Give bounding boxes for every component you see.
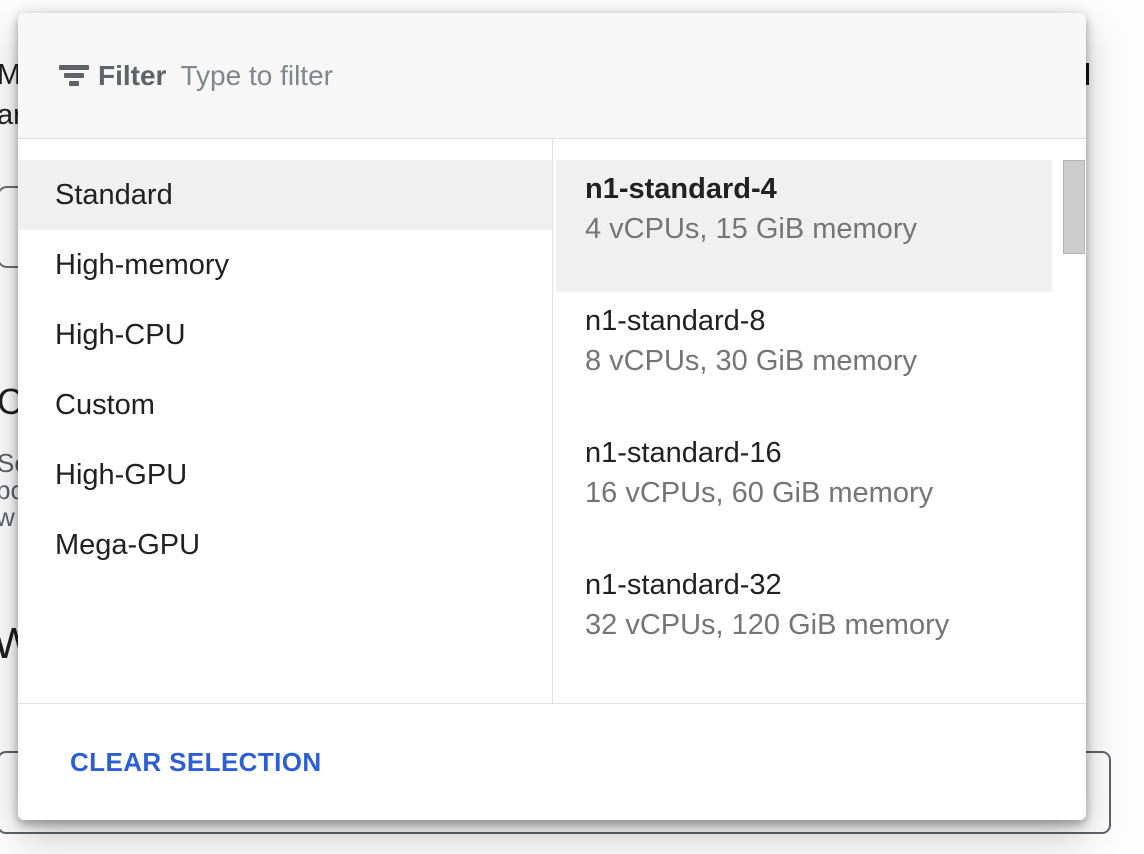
dropdown-footer: CLEAR SELECTION [18,703,1086,820]
background-text-fragment: C [0,381,23,422]
machine-type-list: n1-standard-4 4 vCPUs, 15 GiB memory n1-… [553,139,1086,703]
machine-type-name: n1-standard-8 [585,305,766,337]
background-text-fragment: ar [0,99,23,131]
category-item[interactable]: High-memory [55,248,230,281]
filter-bar: Filter Type to filter [18,13,1086,139]
category-item[interactable]: Standard [18,160,552,230]
machine-type-name: n1-standard-4 [585,173,777,205]
background-text-fragment: M [0,59,22,91]
scrollbar-thumb[interactable] [1063,160,1085,254]
filter-input[interactable]: Type to filter [180,59,333,91]
background-text-fragment: w [0,502,15,532]
machine-type-option[interactable]: n1-standard-32 32 vCPUs, 120 GiB memory [556,556,1052,688]
category-item[interactable]: Custom [55,388,155,421]
category-item[interactable]: High-GPU [55,458,188,491]
machine-type-name: n1-standard-16 [585,437,782,469]
filter-icon [59,65,89,86]
clear-selection-button[interactable]: CLEAR SELECTION [62,741,330,784]
machine-type-specs: 16 vCPUs, 60 GiB memory [585,477,934,509]
category-item[interactable]: Mega-GPU [55,528,201,561]
machine-type-specs: 4 vCPUs, 15 GiB memory [585,213,917,245]
machine-type-specs: 32 vCPUs, 120 GiB memory [585,609,950,641]
machine-type-option[interactable]: n1-standard-16 16 vCPUs, 60 GiB memory [556,424,1052,556]
category-item[interactable]: High-CPU [55,318,186,351]
machine-type-name: n1-standard-32 [585,569,782,601]
machine-type-option[interactable]: n1-standard-4 4 vCPUs, 15 GiB memory [556,160,1052,292]
machine-type-option[interactable]: n1-standard-8 8 vCPUs, 30 GiB memory [556,292,1052,424]
background-text-fragment [1085,63,1089,85]
filter-label: Filter [98,59,167,91]
machine-type-specs: 8 vCPUs, 30 GiB memory [585,345,917,377]
